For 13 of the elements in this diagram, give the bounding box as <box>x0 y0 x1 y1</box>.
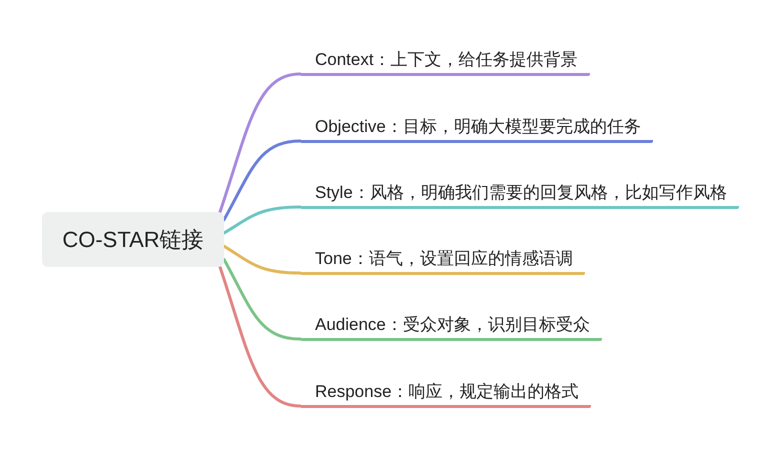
central-topic: CO-STAR链接 <box>42 212 224 267</box>
branch-topic: Audience：受众对象，识别目标受众 <box>300 310 602 340</box>
branch-topic: Context：上下文，给任务提供背景 <box>300 46 590 76</box>
connector-line <box>222 244 302 274</box>
branch-topic: Style：风格，明确我们需要的回复风格，比如写作风格 <box>300 178 739 208</box>
connector-line <box>222 206 302 234</box>
connector-line <box>218 72 302 214</box>
connector-line <box>222 258 302 340</box>
connector-line <box>222 140 302 222</box>
connector-line <box>218 266 302 408</box>
branch-topic: Objective：目标，明确大模型要完成的任务 <box>300 112 653 142</box>
branch-topic: Response：响应，规定输出的格式 <box>300 378 591 408</box>
branch-topic: Tone：语气，设置回应的情感语调 <box>300 244 585 274</box>
